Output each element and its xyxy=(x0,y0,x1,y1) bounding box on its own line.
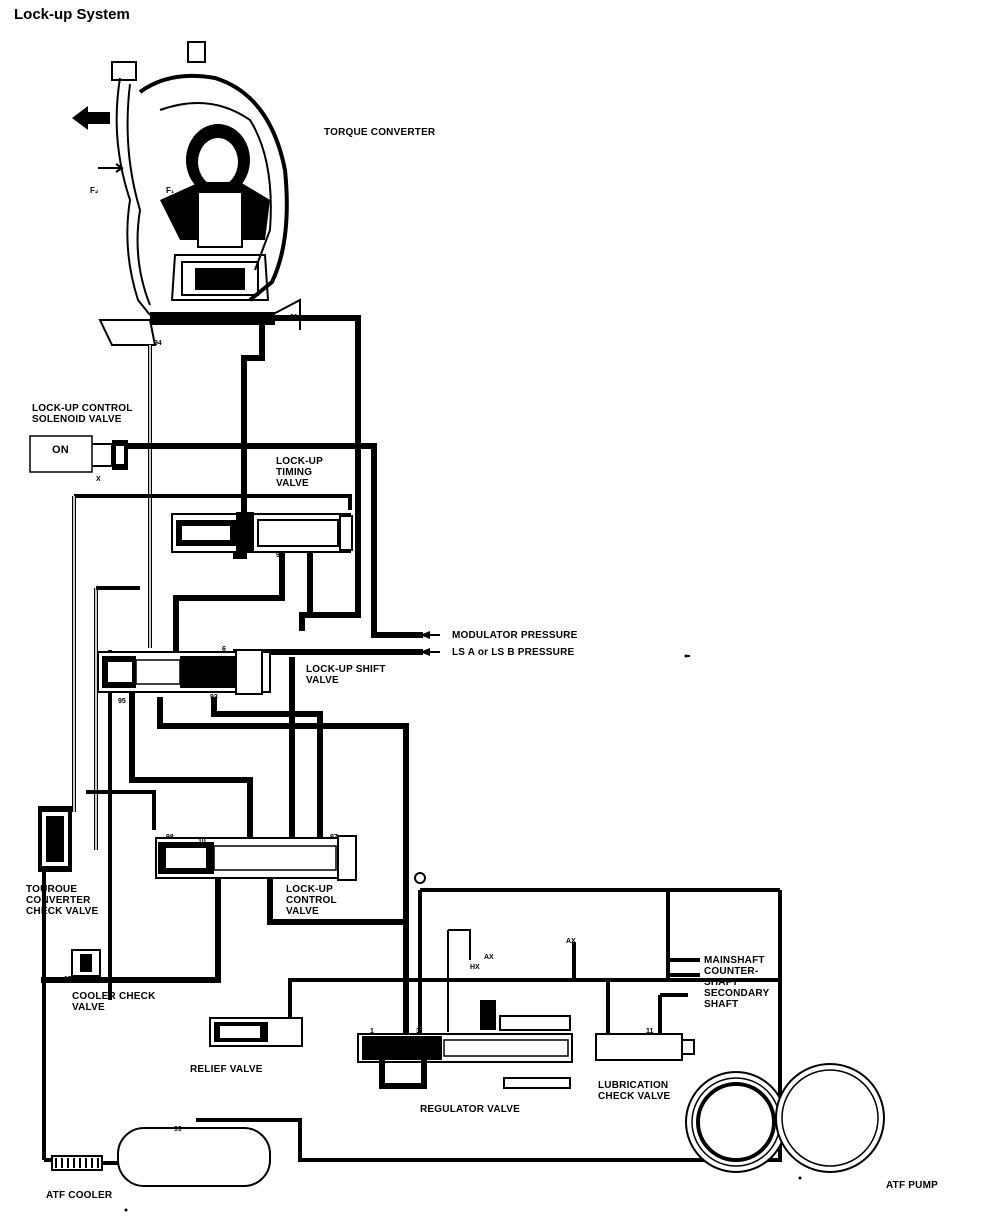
relief-valve-drawing xyxy=(209,1017,303,1047)
force-f1-label: F₁ xyxy=(166,186,175,195)
port-label: 11 xyxy=(646,1028,654,1035)
lubrication-check-valve-drawing xyxy=(595,1033,695,1061)
lockup-control-valve-drawing xyxy=(155,835,357,881)
atf-pump-drawing xyxy=(685,1063,885,1173)
atf-cooler-label: ATF COOLER xyxy=(46,1190,113,1201)
port-label: 95 xyxy=(118,698,126,705)
lockup-control-solenoid-label: LOCK-UP CONTROL SOLENOID VALVE xyxy=(32,403,133,425)
port-label: 8 xyxy=(54,866,58,873)
port-label: 6 xyxy=(222,646,226,653)
dot-marks xyxy=(124,654,802,1212)
lubrication-check-valve-label: LUBRICATION CHECK VALVE xyxy=(598,1080,671,1102)
lockup-timing-valve-drawing xyxy=(171,512,353,553)
port-label: HX xyxy=(470,964,480,971)
port-label: 98 xyxy=(166,834,174,841)
page-title: Lock-up System xyxy=(14,6,130,23)
torque-converter-label: TORQUE CONVERTER xyxy=(324,127,436,138)
atf-cooler-drawing xyxy=(51,1127,271,1187)
port-label: 10 xyxy=(198,838,206,845)
lockup-shift-valve-drawing xyxy=(97,649,271,695)
port-label: X xyxy=(96,476,101,483)
regulator-valve-drawing xyxy=(357,872,573,1089)
port-label: 1 xyxy=(370,1028,374,1035)
cooler-check-valve-drawing xyxy=(71,949,101,977)
relief-valve-label: RELIEF VALVE xyxy=(190,1064,263,1075)
force-f2-label: F₂ xyxy=(90,186,99,195)
port-label: AX xyxy=(566,938,576,945)
torque-converter-check-valve-drawing xyxy=(38,806,72,872)
atf-pump-label: ATF PUMP xyxy=(886,1180,938,1191)
port-label: AX xyxy=(484,954,494,961)
ls-pressure-label: LS A or LS B PRESSURE xyxy=(452,647,575,658)
port-label: 99 xyxy=(174,1126,182,1133)
port-label: 93 xyxy=(210,694,218,701)
mainshaft-label: MAINSHAFT xyxy=(704,955,765,966)
solenoid-state-label: ON xyxy=(52,444,69,456)
port-label: 97 xyxy=(330,834,338,841)
port-label: 94 xyxy=(154,340,162,347)
port-label: 91 xyxy=(290,314,298,321)
port-label: 92 xyxy=(276,552,284,559)
torque-converter-check-valve-label: TOUROUE CONVERTER CHECK VALVE xyxy=(26,884,99,917)
solenoid-valve-drawing xyxy=(29,435,128,473)
countershaft-label: COUNTER- SHAFT xyxy=(704,966,759,988)
lockup-shift-valve-label: LOCK-UP SHIFT VALVE xyxy=(306,664,386,686)
lockup-timing-valve-label: LOCK-UP TIMING VALVE xyxy=(276,456,323,489)
torque-converter-drawing xyxy=(72,41,301,346)
modulator-pressure-label: MODULATOR PRESSURE xyxy=(452,630,578,641)
cooler-check-valve-label: COOLER CHECK VALVE xyxy=(72,991,156,1013)
regulator-valve-label: REGULATOR VALVE xyxy=(420,1104,521,1115)
port-label: 96 xyxy=(266,320,274,327)
port-label: 15 xyxy=(64,976,72,983)
oil-passages xyxy=(41,315,782,1162)
secondary-shaft-label: SECONDARY SHAFT xyxy=(704,988,770,1010)
port-label: 3 xyxy=(416,1028,420,1035)
lockup-control-valve-label: LOCK-UP CONTROL VALVE xyxy=(286,884,337,917)
